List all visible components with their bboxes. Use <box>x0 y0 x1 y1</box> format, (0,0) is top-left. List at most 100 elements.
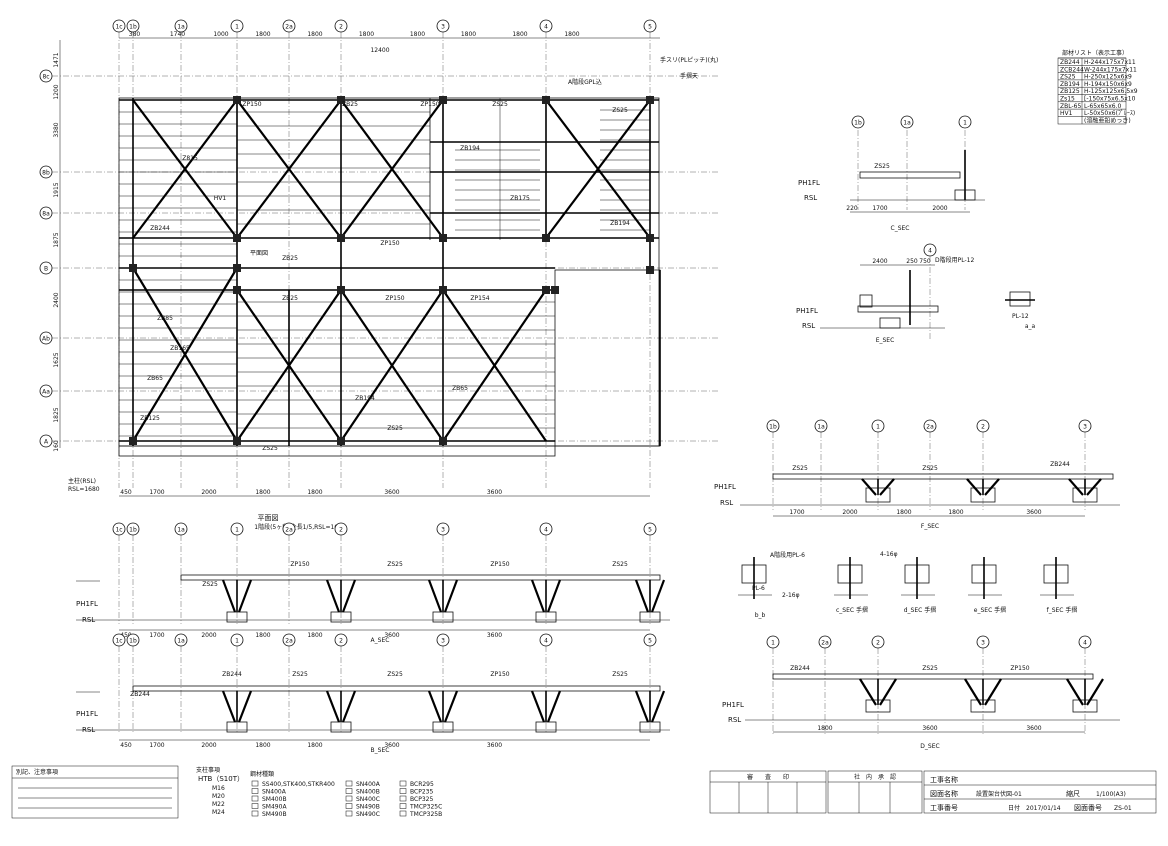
grid-bubble-col-2a-text: 2a <box>285 24 293 31</box>
plan-member-label-21: ZS25 <box>387 425 403 432</box>
grid-bubble-col-4 <box>539 19 553 33</box>
d-brace-r-1 <box>984 678 1002 706</box>
plan-dim-top-5: 1800 <box>359 31 374 38</box>
grid-bubble-row-A <box>39 434 53 448</box>
f-brace-r-0 <box>879 478 895 496</box>
check-column-title: 審 査 印 <box>747 773 789 781</box>
d-bubble-4 <box>1078 635 1092 649</box>
sec-a-brace-r-4 <box>650 579 666 613</box>
a-a-detail <box>1009 291 1031 307</box>
plan-dim-top-4: 1800 <box>307 31 322 38</box>
sec-b-brace-r-2 <box>443 690 459 723</box>
plan-member-label-8: ZB125 <box>140 415 160 422</box>
section-f-label: F_SEC <box>921 523 939 530</box>
plan-member-label-1: ZB25 <box>342 101 358 108</box>
plan-dim-left-0: 1471 <box>53 52 60 67</box>
plan-dim-bottom-0: 450 <box>120 489 132 496</box>
member-row-4-name: ZB125 <box>1060 88 1080 95</box>
f-brace-l-1 <box>966 478 982 496</box>
plan-column-5 <box>233 234 241 242</box>
plan-member-label-22: ZB194 <box>355 395 375 402</box>
plan-column-18 <box>129 264 137 272</box>
plan-member-label-19: ZB25 <box>282 295 298 302</box>
sec-b-brace-l-3 <box>530 690 546 723</box>
detail-a-label: a_a <box>1025 323 1036 330</box>
detail-sections <box>738 557 1074 599</box>
plan-frame <box>118 96 661 457</box>
c-bubble-1b <box>851 115 865 129</box>
section-a-label: A_SEC <box>371 637 390 644</box>
f-footing-1 <box>970 487 996 503</box>
sec-a-bubble-3-text: 3 <box>441 527 445 534</box>
steel-swatch-2-0 <box>399 780 407 787</box>
f-bubble-1a-text: 1a <box>817 424 825 431</box>
steel-swatch-2-4 <box>399 810 407 817</box>
grid-bubble-row-Aa-text: Aa <box>42 389 50 396</box>
section-a-level-top: PH1FL <box>76 600 98 608</box>
sec-b-bubble-3-text: 3 <box>441 638 445 645</box>
sec-a-bubble-5-text: 5 <box>648 527 652 534</box>
plan-column-21 <box>551 286 559 294</box>
grid-bubble-row-B-text: B <box>44 266 48 273</box>
plan-column-4 <box>646 96 654 104</box>
c-bubble-1a <box>900 115 914 129</box>
f-brace-r-2 <box>1086 478 1102 496</box>
detail-note-bolt2: 2-16φ <box>782 592 800 599</box>
f-brace-l-0 <box>861 478 877 496</box>
plan-note-2: A階段GPL込 <box>568 78 602 86</box>
grid-bubble-col-3-text: 3 <box>441 24 445 31</box>
steel-grade-2-4: TMCP325B <box>409 811 442 818</box>
plan-dim-top-3: 1800 <box>255 31 270 38</box>
f-bubble-3 <box>1078 419 1092 433</box>
e-plate <box>859 294 873 308</box>
steel-grade-1-4: SN490C <box>356 811 380 818</box>
sec-b-bubble-4 <box>539 633 553 647</box>
plan-column-20 <box>646 266 654 274</box>
plan-member-label-10: ZP154 <box>470 295 489 302</box>
plan-member-label-16: ZS25 <box>612 107 628 114</box>
member-row-8-spec: (溶融亜鉛めっき) <box>1084 116 1131 124</box>
steel-swatch-0-4 <box>251 810 259 817</box>
member-row-3-name: ZB194 <box>1060 81 1080 88</box>
detail-c-label: c_SEC 手摺 <box>836 606 868 614</box>
sec-b-footing-4 <box>639 721 661 733</box>
bolt-size-4: M24 <box>212 809 225 816</box>
detail-note-pl6: PL-6 <box>752 585 765 592</box>
member-row-5-spec: [-150x75x6.5x10 <box>1084 96 1136 103</box>
f-brace-l-2 <box>1068 478 1084 496</box>
steel-grade-0-3: SM490A <box>262 804 287 811</box>
project-label: 工事名称 <box>930 775 958 784</box>
sec-b-bubble-1b-text: 1b <box>129 638 137 645</box>
sec-b-brace-r-3 <box>546 690 562 723</box>
plan-brace-1 <box>132 99 238 239</box>
plan-member-label-20: ZS25 <box>492 101 508 108</box>
section-c-level-bottom: RSL <box>804 194 817 202</box>
plan-column-15 <box>337 437 345 445</box>
plan-dim-left-4: 1875 <box>53 232 60 247</box>
plan-dim-left-5: 2400 <box>53 292 60 307</box>
plan-member-label-13: ZP150 <box>420 101 439 108</box>
sec-b-footing-3 <box>535 721 557 733</box>
sec-a-tag-0: ZS25 <box>202 581 218 588</box>
plan-column-11 <box>337 286 345 294</box>
sec-a-dim-0: 450 <box>120 632 132 639</box>
sec-b-bubble-1a-text: 1a <box>177 638 185 645</box>
plan-member-label-7: ZB85 <box>157 315 173 322</box>
member-row-7-name: HV1 <box>1060 110 1073 117</box>
member-row-1-name: ZCB244 <box>1060 66 1084 73</box>
plan-dim-left-3: 1915 <box>53 182 60 197</box>
d-bubble-1-text: 1 <box>771 640 775 647</box>
sec-a-bubble-2 <box>334 522 348 536</box>
sec-b-dim-0: 450 <box>120 742 132 749</box>
d-dim-1: 3600 <box>922 725 937 732</box>
plan-member-label-17: ZB194 <box>610 220 630 227</box>
sec-b-footing-0 <box>226 721 248 733</box>
sec-a-bubble-2a-text: 2a <box>285 527 293 534</box>
bolt-size-3: M22 <box>212 801 225 808</box>
d-brace-r-2 <box>1086 678 1104 706</box>
steel-swatch-2-3 <box>399 803 407 809</box>
